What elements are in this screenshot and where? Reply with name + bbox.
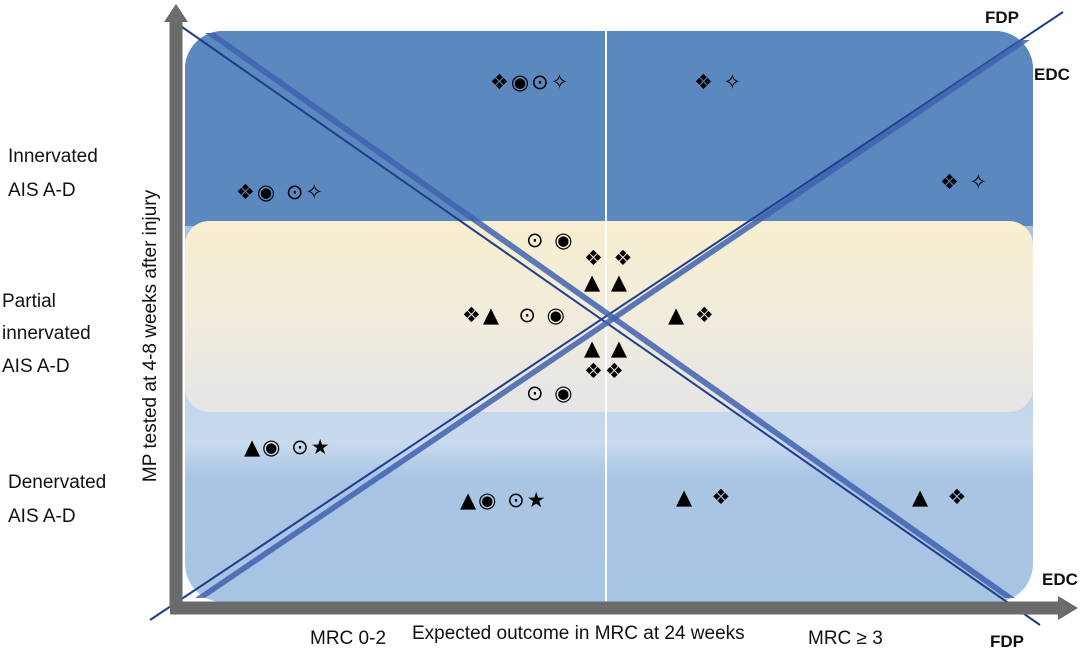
symbols-center-bottom-triangles: ▲ ▲ [584, 336, 629, 360]
row-label-partial: Partial [2, 291, 56, 312]
fdp-band [205, 33, 1015, 598]
symbols-center-top-circles: ⊙ ◉ [526, 228, 575, 252]
symbols-center-top-diamonds: ❖ ❖ [584, 246, 635, 270]
corner-label-top-edc: EDC [1034, 65, 1070, 84]
symbols-denervated-right: ▲ ❖ [676, 485, 733, 509]
edc-band [195, 40, 1030, 598]
x-tick-right: MRC ≥ 3 [808, 628, 883, 649]
symbols-top-right: ❖ ✧ [694, 70, 744, 94]
y-axis-title-text: MP tested at 4-8 weeks after injury [140, 189, 161, 483]
row-label-partial-ais: AIS A-D [2, 356, 70, 377]
row-label-denervated-ais: AIS A-D [8, 506, 76, 527]
symbols-center-right: ▲ ❖ [668, 303, 716, 327]
y-axis-arrow [164, 4, 188, 22]
symbols-center-bottom-diamonds: ❖❖ [584, 359, 626, 383]
row-label-denervated: Denervated [8, 472, 107, 493]
x-axis-arrow [1058, 596, 1078, 620]
corner-label-bottom-edc: EDC [1042, 570, 1078, 589]
corner-label-top-fdp: FDP [985, 8, 1019, 27]
symbols-innervated-right: ❖ ✧ [940, 170, 990, 194]
x-tick-left: MRC 0-2 [310, 628, 387, 649]
symbols-center-left: ❖▲ ⊙ ◉ [462, 303, 567, 327]
symbols-center-top-triangles: ▲ ▲ [584, 270, 629, 294]
row-label-partial-innervated: innervated [2, 323, 91, 344]
x-axis-title: Expected outcome in MRC at 24 weeks [412, 623, 745, 644]
symbols-innervated-left: ❖◉ ⊙✧ [236, 180, 326, 204]
symbols-top-center: ❖◉⊙✧ [490, 70, 571, 94]
symbols-denervated-far-right: ▲ ❖ [912, 485, 969, 509]
row-label-innervated-ais: AIS A-D [8, 180, 76, 201]
corner-label-bottom-fdp: FDP [990, 632, 1024, 651]
symbols-denervated-center: ▲◉ ⊙★ [460, 488, 548, 512]
row-label-innervated: Innervated [8, 146, 98, 167]
symbols-center-bottom-circles: ⊙ ◉ [526, 381, 575, 405]
symbols-denervated-left: ▲◉ ⊙★ [244, 435, 332, 459]
